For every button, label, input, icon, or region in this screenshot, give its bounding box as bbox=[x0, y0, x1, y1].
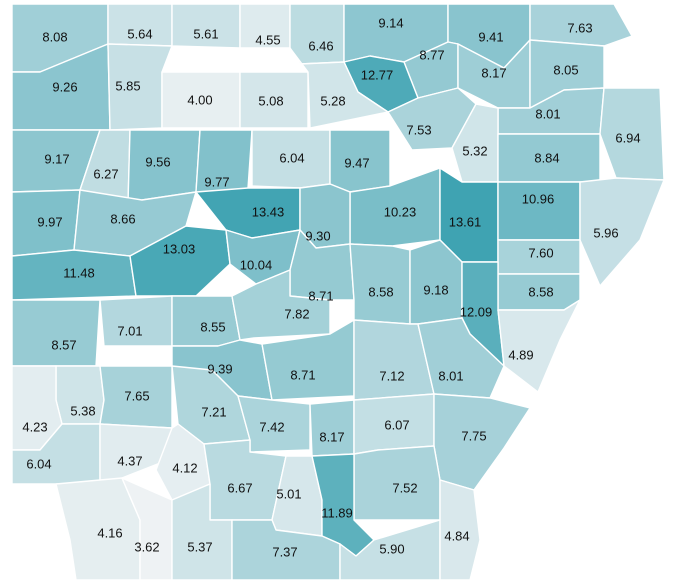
county-value-label: 6.67 bbox=[227, 481, 252, 496]
county-value-label: 9.39 bbox=[207, 362, 232, 377]
county-value-label: 7.52 bbox=[392, 481, 417, 496]
county-value-label: 7.75 bbox=[461, 429, 486, 444]
county-value-label: 4.12 bbox=[172, 461, 197, 476]
county-value-label: 8.71 bbox=[308, 289, 333, 304]
county-value-label: 8.84 bbox=[534, 151, 559, 166]
county-region bbox=[309, 399, 355, 457]
county-value-label: 7.12 bbox=[379, 369, 404, 384]
county-value-label: 7.63 bbox=[567, 21, 592, 36]
county-value-label: 5.90 bbox=[379, 542, 404, 557]
county-value-label: 8.01 bbox=[438, 369, 463, 384]
county-value-label: 13.03 bbox=[163, 242, 196, 257]
county-region bbox=[289, 3, 345, 65]
county-value-label: 9.56 bbox=[145, 155, 170, 170]
county-value-label: 9.97 bbox=[37, 215, 62, 230]
county-value-label: 5.38 bbox=[70, 404, 95, 419]
county-region bbox=[121, 477, 173, 581]
county-value-label: 9.18 bbox=[423, 283, 448, 298]
county-value-label: 4.55 bbox=[255, 33, 280, 48]
county-value-label: 9.26 bbox=[52, 80, 77, 95]
county-region bbox=[99, 295, 173, 347]
county-value-label: 5.61 bbox=[193, 27, 218, 42]
county-value-label: 12.09 bbox=[460, 305, 493, 320]
county-region bbox=[289, 47, 389, 129]
county-value-label: 8.55 bbox=[200, 320, 225, 335]
county-value-label: 9.17 bbox=[44, 152, 69, 167]
county-value-label: 10.04 bbox=[240, 258, 273, 273]
county-value-label: 8.77 bbox=[419, 48, 444, 63]
county-value-label: 10.23 bbox=[384, 205, 417, 220]
county-region bbox=[497, 299, 581, 393]
county-value-label: 5.64 bbox=[127, 27, 152, 42]
county-value-label: 9.77 bbox=[204, 175, 229, 190]
county-value-label: 8.57 bbox=[51, 338, 76, 353]
county-value-label: 8.58 bbox=[368, 285, 393, 300]
county-value-label: 5.32 bbox=[462, 144, 487, 159]
label-layer: 8.08 5.64 5.61 4.55 6.46 9.14 9.41 7.63 8.77 12.7… bbox=[22, 16, 640, 560]
county-value-label: 6.07 bbox=[384, 418, 409, 433]
county-value-label: 11.89 bbox=[321, 506, 353, 521]
county-value-label: 8.17 bbox=[319, 430, 344, 445]
county-value-label: 3.62 bbox=[134, 540, 159, 555]
county-value-label: 5.85 bbox=[115, 79, 140, 94]
county-value-label: 8.05 bbox=[553, 63, 578, 78]
county-value-label: 4.37 bbox=[117, 454, 142, 469]
county-region bbox=[439, 479, 481, 581]
county-value-label: 4.23 bbox=[22, 420, 47, 435]
county-value-label: 9.41 bbox=[478, 30, 503, 45]
county-value-label: 6.94 bbox=[615, 131, 640, 146]
county-value-label: 9.47 bbox=[344, 156, 369, 171]
county-value-label: 7.65 bbox=[124, 389, 149, 404]
county-value-label: 10.96 bbox=[522, 192, 555, 207]
county-value-label: 6.46 bbox=[308, 39, 333, 54]
county-value-label: 4.89 bbox=[508, 348, 533, 363]
county-region bbox=[529, 3, 633, 47]
county-value-label: 12.77 bbox=[361, 68, 394, 83]
county-value-label: 8.66 bbox=[110, 212, 135, 227]
county-value-label: 6.04 bbox=[26, 457, 51, 472]
county-value-label: 5.37 bbox=[187, 540, 212, 555]
county-value-label: 7.53 bbox=[406, 123, 431, 138]
county-value-label: 7.01 bbox=[117, 324, 142, 339]
county-value-label: 13.43 bbox=[252, 205, 285, 220]
county-value-label: 7.42 bbox=[259, 420, 284, 435]
county-value-label: 13.61 bbox=[449, 215, 482, 230]
county-value-label: 7.60 bbox=[528, 246, 553, 261]
county-value-label: 6.27 bbox=[93, 167, 118, 182]
county-value-label: 8.08 bbox=[42, 30, 67, 45]
county-value-label: 4.84 bbox=[444, 529, 469, 544]
county-value-label: 9.14 bbox=[378, 16, 403, 31]
county-value-label: 7.21 bbox=[201, 405, 226, 420]
county-region bbox=[231, 269, 331, 341]
county-value-label: 8.17 bbox=[481, 66, 506, 81]
county-value-label: 4.16 bbox=[97, 526, 122, 541]
county-value-label: 5.08 bbox=[258, 94, 283, 109]
county-value-label: 5.01 bbox=[276, 487, 301, 502]
county-value-label: 7.82 bbox=[284, 307, 309, 322]
county-region bbox=[11, 299, 101, 367]
county-value-label: 6.04 bbox=[279, 151, 304, 166]
county-value-label: 8.01 bbox=[535, 107, 560, 122]
county-value-label: 11.48 bbox=[63, 266, 95, 281]
county-value-label: 7.37 bbox=[272, 545, 297, 560]
county-value-label: 9.30 bbox=[305, 229, 330, 244]
county-value-label: 5.28 bbox=[320, 94, 345, 109]
county-value-label: 8.71 bbox=[290, 368, 315, 383]
county-region bbox=[99, 423, 179, 485]
county-layer bbox=[11, 3, 665, 581]
county-value-label: 8.58 bbox=[528, 285, 553, 300]
county-region bbox=[231, 519, 341, 581]
county-region bbox=[239, 71, 309, 129]
county-value-label: 4.00 bbox=[187, 93, 212, 108]
county-value-label: 5.96 bbox=[593, 226, 618, 241]
